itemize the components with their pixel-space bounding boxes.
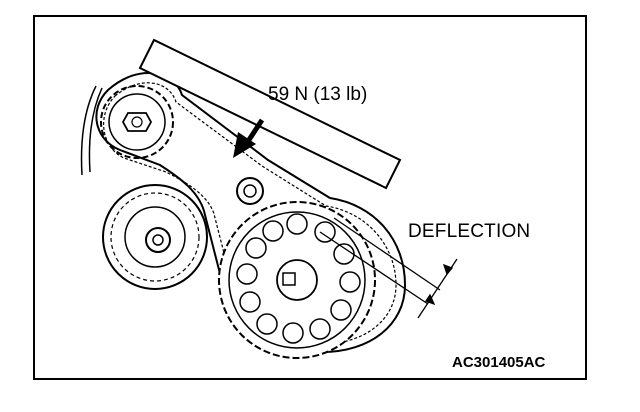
deflection-label: DEFLECTION [408, 221, 531, 242]
force-arrow [233, 118, 265, 158]
idler-pulley [236, 177, 264, 205]
deflection-dimension [319, 217, 458, 319]
engine-cover-edge [80, 85, 103, 176]
timing-belt [95, 72, 407, 354]
crankshaft-sprocket [218, 201, 376, 359]
camshaft-sprocket [100, 85, 174, 159]
figure-code: AC301405AC [452, 354, 546, 371]
tension-gauge [138, 38, 402, 190]
tensioner-pulley [102, 184, 208, 290]
force-label: 59 N (13 lb) [268, 84, 368, 105]
